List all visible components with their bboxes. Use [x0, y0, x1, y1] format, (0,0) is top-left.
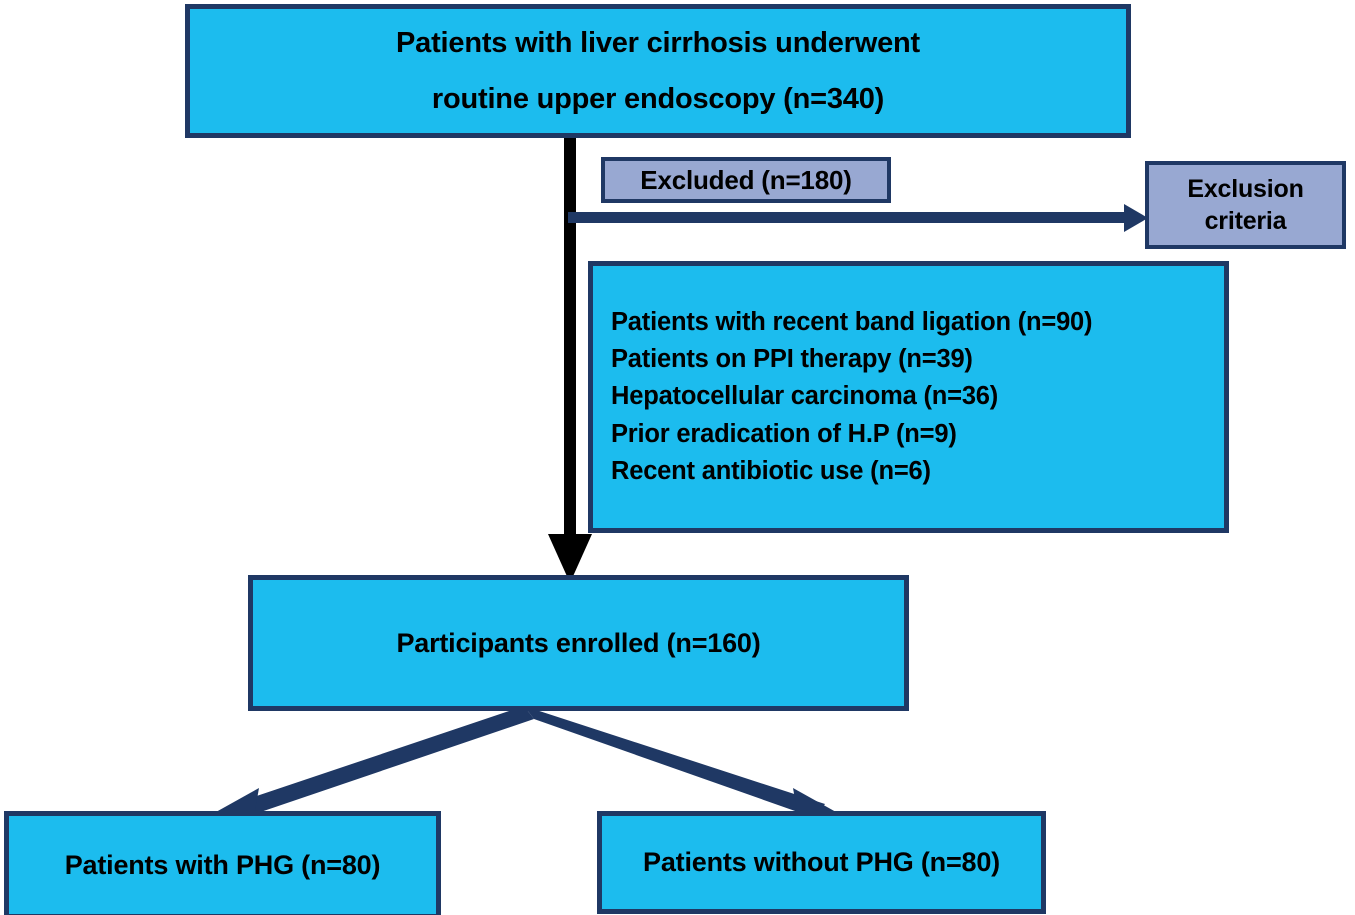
- branch-right-arrow: [524, 706, 836, 822]
- phg-yes-box: Patients with PHG (n=80): [4, 811, 441, 915]
- criteria-item: Patients on PPI therapy (n=39): [611, 345, 973, 374]
- branch-left-arrow: [216, 706, 534, 822]
- exclusion-criteria-box: Exclusion criteria: [1145, 161, 1346, 249]
- criteria-item: Hepatocellular carcinoma (n=36): [611, 382, 999, 411]
- excluded-box-label: Excluded (n=180): [640, 164, 852, 195]
- exclusion-criteria-line-2: criteria: [1204, 207, 1287, 235]
- exclusion-arrow: [568, 204, 1148, 232]
- enrolled-box-label: Participants enrolled (n=160): [396, 627, 761, 658]
- criteria-item: Patients with recent band ligation (n=90…: [611, 307, 1093, 336]
- main-vertical-arrow: [548, 137, 592, 583]
- title-box: Patients with liver cirrhosis underwent …: [185, 4, 1131, 138]
- excluded-box: Excluded (n=180): [601, 157, 891, 203]
- phg-no-label: Patients without PHG (n=80): [643, 847, 1000, 877]
- title-box-line-1: Patients with liver cirrhosis underwent: [396, 26, 920, 59]
- criteria-list-box: Patients with recent band ligation (n=90…: [588, 261, 1229, 533]
- criteria-item: Prior eradication of H.P (n=9): [611, 419, 957, 448]
- enrolled-box: Participants enrolled (n=160): [248, 575, 909, 711]
- exclusion-criteria-line-1: Exclusion: [1187, 175, 1304, 203]
- phg-no-box: Patients without PHG (n=80): [597, 811, 1046, 914]
- phg-yes-label: Patients with PHG (n=80): [64, 849, 381, 880]
- criteria-item: Recent antibiotic use (n=6): [611, 456, 931, 485]
- title-box-line-2: routine upper endoscopy (n=340): [431, 83, 885, 115]
